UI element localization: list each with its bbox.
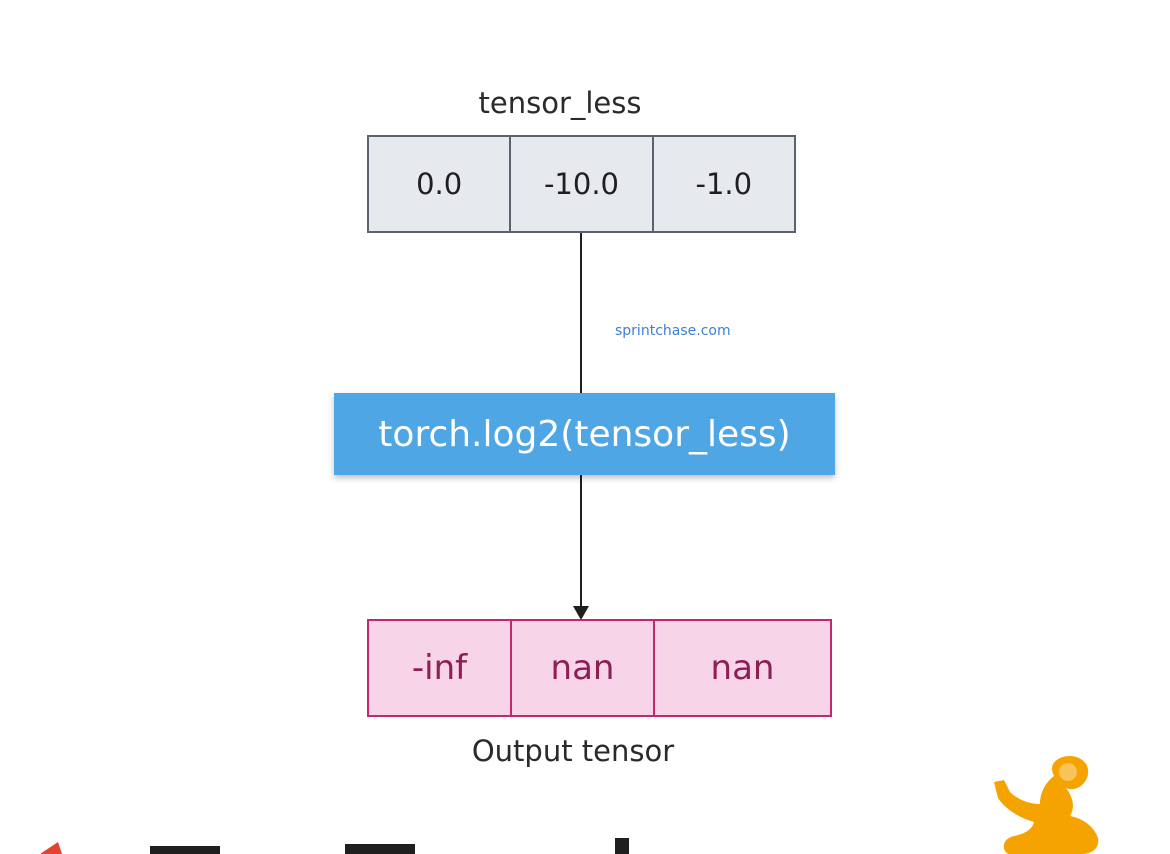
input-cell: 0.0 [369,137,512,231]
arrowhead-icon [573,606,589,620]
function-call-box: torch.log2(tensor_less) [334,393,835,475]
logo-red-mark-icon [40,842,62,854]
input-cell: -10.0 [511,137,654,231]
output-cell: nan [512,621,655,715]
logo-letter-fragment [150,846,220,854]
watermark-text: sprintchase.com [615,323,731,339]
cropped-logo-strip [40,838,629,854]
output-tensor: -inf nan nan [367,619,832,717]
input-cell: -1.0 [695,167,753,201]
input-tensor-title: tensor_less [478,86,642,120]
mascot-logo-icon [994,755,1099,854]
output-cell: nan [710,648,775,688]
logo-letter-fragment [615,838,629,854]
output-tensor-title: Output tensor [471,734,675,768]
output-cell: -inf [369,621,512,715]
input-tensor: 0.0 -10.0 -1.0 [367,135,796,233]
logo-letter-fragment [345,844,415,854]
